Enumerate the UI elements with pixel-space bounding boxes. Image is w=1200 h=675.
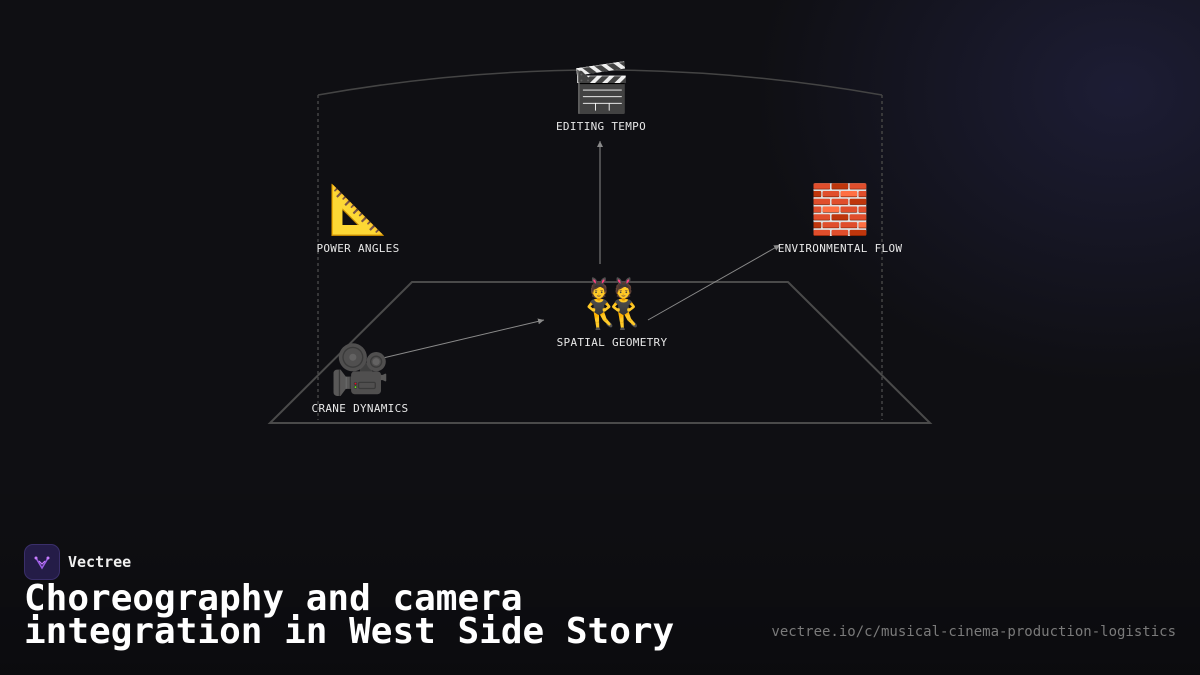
arrow-to-environmental-flow: [647, 244, 781, 321]
node-label: SPATIAL GEOMETRY: [556, 336, 668, 349]
brand: Vectree: [24, 544, 131, 580]
node-spatial-geometry: 👯 SPATIAL GEOMETRY: [557, 276, 668, 349]
node-crane-dynamics: 🎥 CRANE DYNAMICS: [312, 342, 409, 415]
source-url[interactable]: vectree.io/c/musical-cinema-production-l…: [771, 624, 1176, 640]
stage-floor: [267, 281, 933, 424]
node-label: CRANE DYNAMICS: [311, 402, 409, 415]
dancers-icon: 👯: [582, 276, 642, 332]
stage-arch: [317, 69, 883, 96]
arrow-to-spatial-geometry: [382, 318, 545, 359]
node-environmental-flow: 🧱 ENVIRONMENTAL FLOW: [778, 182, 903, 255]
brick-wall-icon: 🧱: [810, 182, 870, 238]
brand-name: Vectree: [68, 553, 132, 571]
node-label: ENVIRONMENTAL FLOW: [777, 242, 903, 255]
page-title: Choreography and camera integration in W…: [24, 578, 675, 652]
node-editing-tempo: 🎬 EDITING TEMPO: [556, 60, 646, 133]
node-label: POWER ANGLES: [316, 242, 400, 255]
node-label: EDITING TEMPO: [556, 120, 646, 133]
clapper-board-icon: 🎬: [571, 60, 631, 116]
triangular-ruler-icon: 📐: [328, 182, 388, 238]
vectree-logo-icon: [24, 544, 60, 580]
node-power-angles: 📐 POWER ANGLES: [316, 182, 399, 255]
movie-camera-icon: 🎥: [330, 342, 390, 398]
